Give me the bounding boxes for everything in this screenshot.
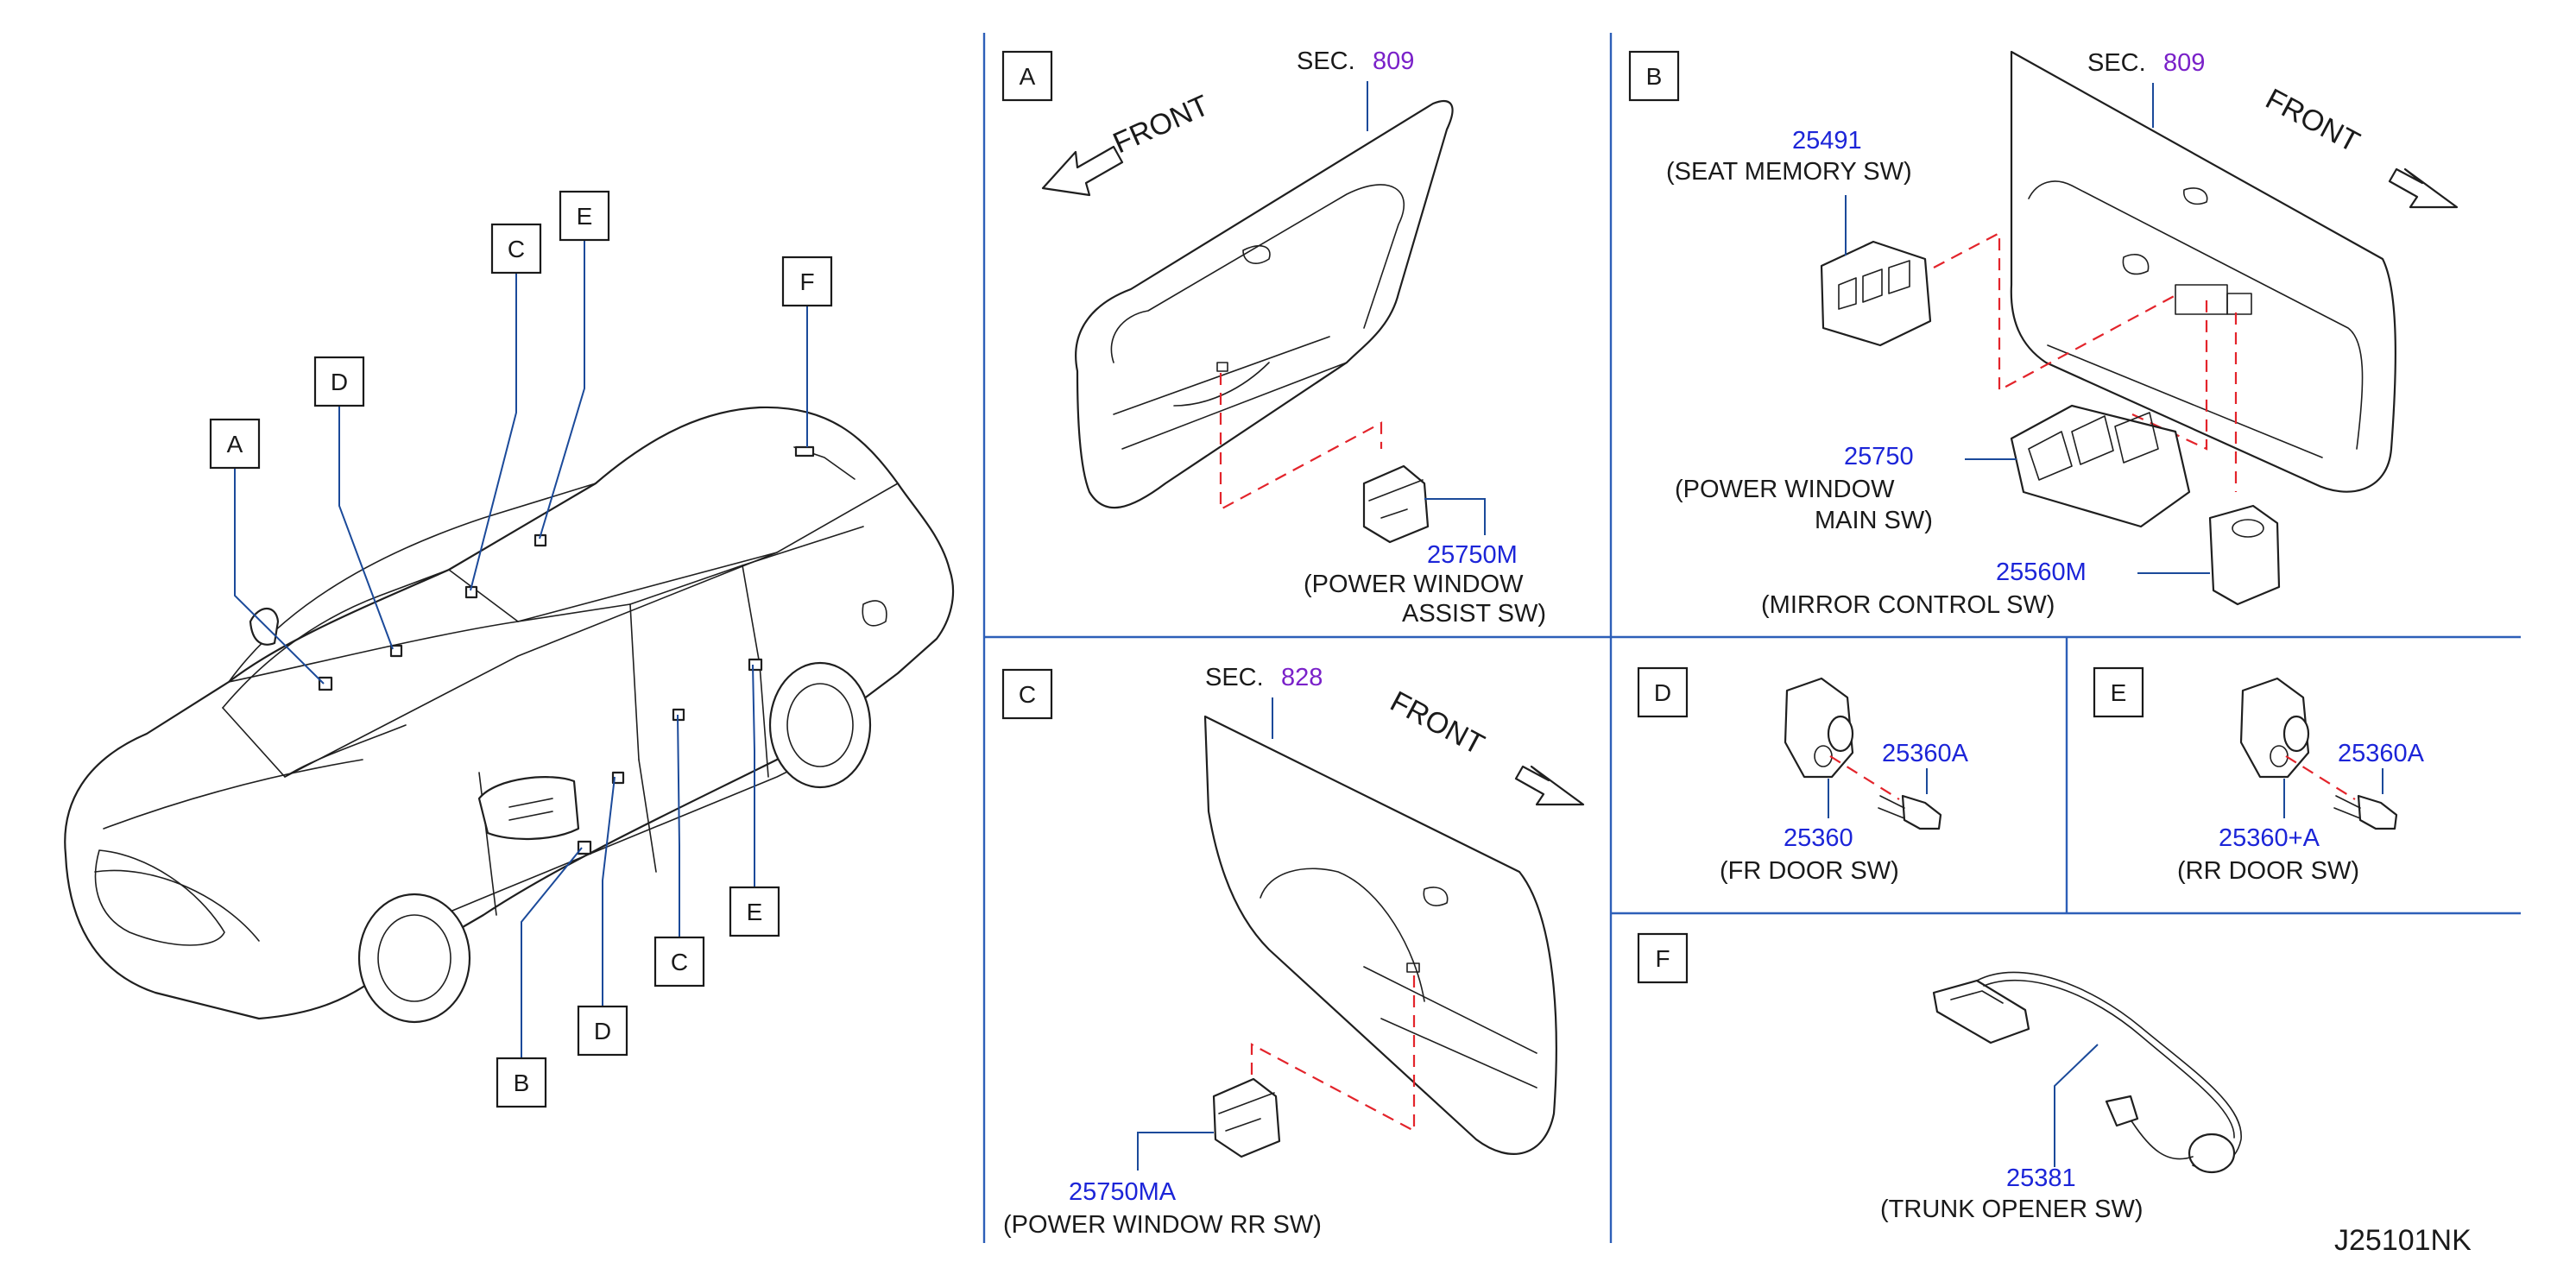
- panel-e-bolt-part-number: 25360A: [2338, 740, 2425, 767]
- panel-f-desc: (TRUNK OPENER SW): [1880, 1196, 2144, 1223]
- panel-f: F 25381 (TRUNK OPENER SW): [1637, 932, 2242, 1223]
- panel-d-label: D: [1654, 679, 1671, 706]
- bolt-icon: [2357, 794, 2398, 830]
- mirror-control-part-number: 25560M: [1996, 558, 2087, 586]
- mirror-control-desc: (MIRROR CONTROL SW): [1761, 591, 2055, 619]
- panel-a: A SEC. 809 FRONT 25750M (POWER WINDOW AS…: [1001, 47, 1546, 628]
- panel-a-label: A: [1020, 63, 1036, 90]
- fr-door-switch: [1784, 677, 1854, 779]
- window-main-switch: [2010, 404, 2191, 528]
- panel-d-part-number: 25360: [1784, 824, 1853, 852]
- panel-e-part-number: 25360+A: [2219, 824, 2320, 852]
- panel-d: D 25360A 25360 (FR DOOR SW): [1637, 666, 1969, 885]
- panel-c-sec-prefix: SEC.: [1205, 664, 1264, 691]
- car-callout-B-bottom: B: [496, 1057, 547, 1108]
- window-assist-switch: [1362, 464, 1430, 544]
- panel-dividers: [982, 33, 2521, 1243]
- svg-text:C: C: [508, 236, 525, 262]
- trunk-opener-switch: [1932, 979, 2030, 1044]
- svg-text:D: D: [594, 1018, 611, 1044]
- front-arrow-icon: [2388, 167, 2459, 209]
- svg-text:A: A: [227, 431, 243, 458]
- car-overview: [64, 406, 955, 1024]
- window-main-part-number: 25750: [1844, 443, 1914, 470]
- panel-b-label: B: [1646, 63, 1663, 90]
- panel-a-sec-number: 809: [1373, 47, 1414, 75]
- car-callout-C-top: C: [490, 223, 542, 274]
- bolt-icon: [1901, 794, 1942, 830]
- svg-text:C: C: [671, 949, 688, 975]
- panel-c-front-label: FRONT: [1385, 685, 1489, 762]
- door-panel-a: [1075, 100, 1454, 509]
- door-panel-b: [2010, 50, 2396, 493]
- svg-text:D: D: [331, 369, 348, 395]
- seat-memory-part-number: 25491: [1792, 127, 1862, 155]
- panel-a-desc-line1: (POWER WINDOW: [1304, 571, 1524, 598]
- panel-f-part-number: 25381: [2006, 1164, 2076, 1192]
- car-callout-A: A: [209, 418, 261, 470]
- panel-e-label: E: [2111, 679, 2127, 706]
- panel-a-desc-line2: ASSIST SW): [1402, 600, 1546, 628]
- front-arrow-icon: [1514, 765, 1585, 806]
- car-callout-D-top: D: [313, 356, 365, 407]
- car-callout-E-top: E: [559, 190, 610, 242]
- rr-door-switch: [2239, 677, 2310, 779]
- window-rr-switch: [1212, 1077, 1281, 1158]
- panel-c-part-number: 25750MA: [1069, 1178, 1177, 1206]
- svg-text:B: B: [514, 1070, 530, 1096]
- panel-a-front-label: FRONT: [1108, 89, 1214, 160]
- car-callout-D-bottom: D: [577, 1005, 628, 1057]
- car-callout-leaders: [234, 240, 808, 1058]
- panel-b-sec-number: 809: [2163, 49, 2205, 77]
- panel-c: C SEC. 828 FRONT 25750MA (POWER WINDOW R…: [1001, 664, 1585, 1239]
- window-main-desc-line2: MAIN SW): [1815, 507, 1933, 534]
- panel-c-desc: (POWER WINDOW RR SW): [1003, 1211, 1322, 1239]
- panel-a-part-number: 25750M: [1427, 541, 1518, 569]
- panel-b-front-label: FRONT: [2260, 83, 2364, 160]
- front-arrow-icon: [1041, 145, 1124, 197]
- panel-f-label: F: [1655, 945, 1670, 972]
- panel-a-sec-prefix: SEC.: [1297, 47, 1355, 75]
- car-callout-C-bottom: C: [653, 936, 705, 988]
- door-panel-c: [1203, 715, 1557, 1155]
- panel-e: E 25360A 25360+A (RR DOOR SW): [2093, 666, 2425, 885]
- svg-text:E: E: [577, 203, 593, 230]
- seat-memory-desc: (SEAT MEMORY SW): [1666, 158, 1912, 186]
- panel-c-sec-number: 828: [1281, 664, 1323, 691]
- seat-memory-switch: [1820, 240, 1932, 347]
- diagram-code: J25101NK: [2334, 1224, 2472, 1257]
- car-callout-F: F: [781, 256, 833, 307]
- window-main-desc-line1: (POWER WINDOW: [1675, 476, 1895, 503]
- panel-b: B SEC. 809 FRONT 25491 (SEAT MEMORY SW) …: [1628, 49, 2459, 619]
- panel-c-label: C: [1019, 681, 1036, 708]
- panel-b-sec-prefix: SEC.: [2087, 49, 2146, 77]
- svg-text:F: F: [799, 268, 814, 295]
- panel-d-bolt-part-number: 25360A: [1882, 740, 1969, 767]
- mirror-control-switch: [2208, 504, 2281, 606]
- panel-e-desc: (RR DOOR SW): [2177, 857, 2359, 885]
- svg-text:E: E: [747, 899, 763, 925]
- car-callout-E-bottom: E: [729, 886, 780, 937]
- panel-d-desc: (FR DOOR SW): [1720, 857, 1899, 885]
